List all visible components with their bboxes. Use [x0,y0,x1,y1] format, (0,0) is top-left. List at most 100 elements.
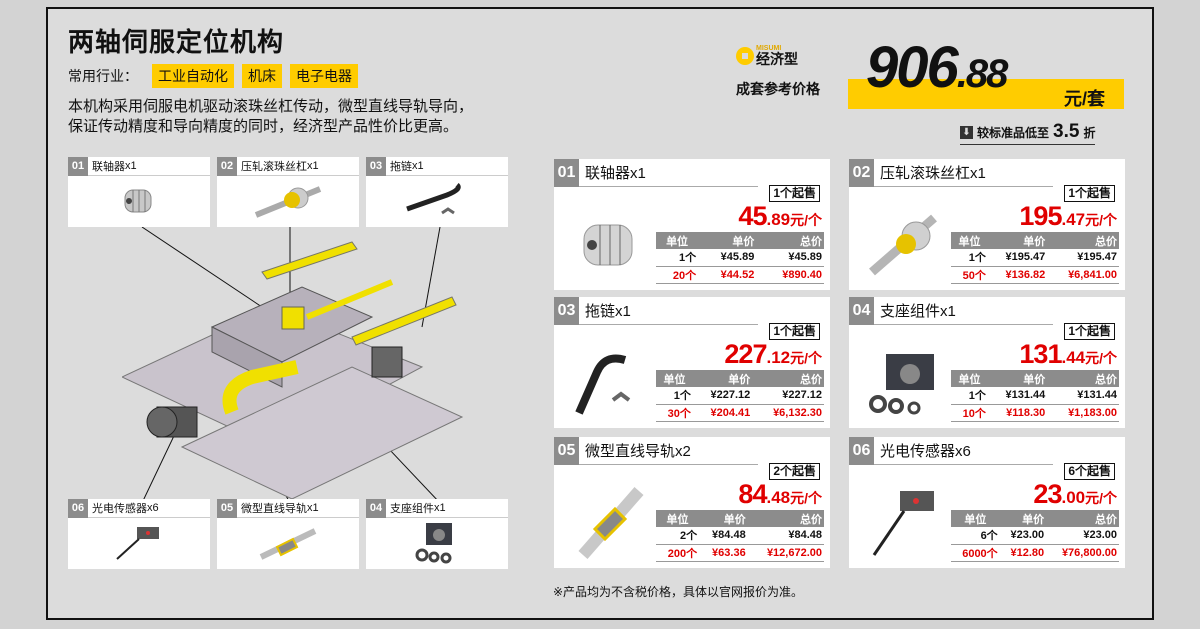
product-name: 拖链x1 [585,303,631,320]
item-qty: x1 [307,160,319,172]
unit-price: 227.12元/个 [724,339,822,370]
photo-sensor-icon [859,485,949,561]
table-row: 200个¥63.36¥12,672.00 [656,544,824,562]
brand-badge: MISUMI 经济型 [736,45,798,66]
cell-unit-price: ¥136.82 [987,266,1048,284]
table-row: 20个¥44.52¥890.40 [656,266,824,284]
cell-unit-price: ¥84.48 [699,527,748,545]
industry-tag[interactable]: 机床 [242,64,282,88]
unit-price: 23.00元/个 [1033,479,1117,510]
coupling-icon [68,176,210,226]
item-name: 支座组件 [390,503,434,515]
set-price-int: 906 [866,35,959,100]
price-dec: .44 [1061,348,1086,367]
col-unit: 单位 [951,370,988,387]
cell-qty: 1个 [951,387,988,405]
moq-badge: 1个起售 [1064,323,1115,340]
price-int: 23 [1033,479,1062,509]
set-price-dec: .88 [956,52,1009,96]
unit-price: 45.89元/个 [738,201,822,232]
item-name: 压轧滚珠丝杠 [241,161,307,173]
item-number: 06 [68,498,88,518]
col-unit: 单位 [951,232,988,249]
industry-tag[interactable]: 工业自动化 [152,64,234,88]
col-unit: 单位 [656,232,699,249]
col-total: 总价 [747,510,824,527]
table-row: 10个¥118.30¥1,183.00 [951,404,1119,422]
support-unit-icon [859,345,949,421]
cell-total: ¥1,183.00 [1047,404,1119,422]
price-int: 195 [1019,201,1062,231]
moq-badge: 1个起售 [769,323,820,340]
item-qty: x1 [307,502,319,514]
cable-chain-icon [564,345,654,421]
table-row: 2个¥84.48¥84.48 [656,527,824,545]
cell-unit-price: ¥23.00 [999,527,1047,545]
item-number: 02 [217,156,237,176]
mechanism-illustration [122,227,466,503]
description: 本机构采用伺服电机驱动滚珠丝杠传动，微型直线导轨导向， 保证传动精度和导向精度的… [68,97,548,137]
cell-qty: 10个 [951,404,988,422]
item-number: 05 [217,498,237,518]
product-number: 01 [554,158,579,187]
description-line: 本机构采用伺服电机驱动滚珠丝杠传动，微型直线导轨导向， [68,98,474,115]
industry-label: 常用行业： [68,68,138,84]
price-table: 单位单价总价 6个¥23.00¥23.00 6000个¥12.80¥76,800… [951,510,1119,562]
discount-value: 3.5 [1053,121,1080,142]
set-price-label: 成套参考价格 [736,81,820,97]
col-unit-price: 单价 [692,370,753,387]
cell-qty: 2个 [656,527,700,545]
cell-unit-price: ¥63.36 [699,544,748,562]
cell-total: ¥227.12 [752,387,824,405]
discount-suffix: 折 [1083,125,1096,140]
price-dec: .48 [766,488,791,507]
industry-tag[interactable]: 电子电器 [290,64,358,88]
item-number: 03 [366,156,386,176]
cell-unit-price: ¥227.12 [692,387,753,405]
product-name: 支座组件x1 [880,303,956,320]
col-total: 总价 [1047,370,1119,387]
col-total: 总价 [1047,232,1119,249]
discount-text: 较标准品低至 [977,125,1050,140]
cell-qty: 1个 [656,387,693,405]
industry-row: 常用行业： 工业自动化 机床 电子电器 [68,64,358,88]
price-dec: .89 [766,210,791,229]
col-total: 总价 [756,232,824,249]
price-table: 单位单价总价 1个¥227.12¥227.12 30个¥204.41¥6,132… [656,370,824,422]
photo-sensor-icon [68,518,210,568]
cell-qty: 30个 [656,404,693,422]
table-row: 50个¥136.82¥6,841.00 [951,266,1119,284]
cell-qty: 1个 [656,249,699,267]
cell-total: ¥131.44 [1047,387,1119,405]
diagram-label-ballscrew[interactable]: 02 压轧滚珠丝杠 x1 [217,156,359,227]
table-row: 1个¥45.89¥45.89 [656,249,824,267]
unit-price: 84.48元/个 [738,479,822,510]
cell-qty: 6个 [951,527,1000,545]
footer-note: ※产品均为不含税价格，具体以官网报价为准。 [553,585,804,599]
cell-total: ¥195.47 [1047,249,1119,267]
cell-qty: 200个 [656,544,700,562]
product-number: 02 [849,158,874,187]
col-total: 总价 [752,370,824,387]
cell-unit-price: ¥12.80 [999,544,1047,562]
moq-badge: 6个起售 [1064,463,1115,480]
cell-qty: 20个 [656,266,699,284]
col-unit: 单位 [951,510,1000,527]
unit-price: 131.44元/个 [1019,339,1117,370]
cell-unit-price: ¥44.52 [698,266,757,284]
price-unit: 元/个 [790,212,822,228]
price-unit: 元/个 [790,490,822,506]
cell-total: ¥76,800.00 [1046,544,1119,562]
linear-guide-icon [564,485,654,561]
